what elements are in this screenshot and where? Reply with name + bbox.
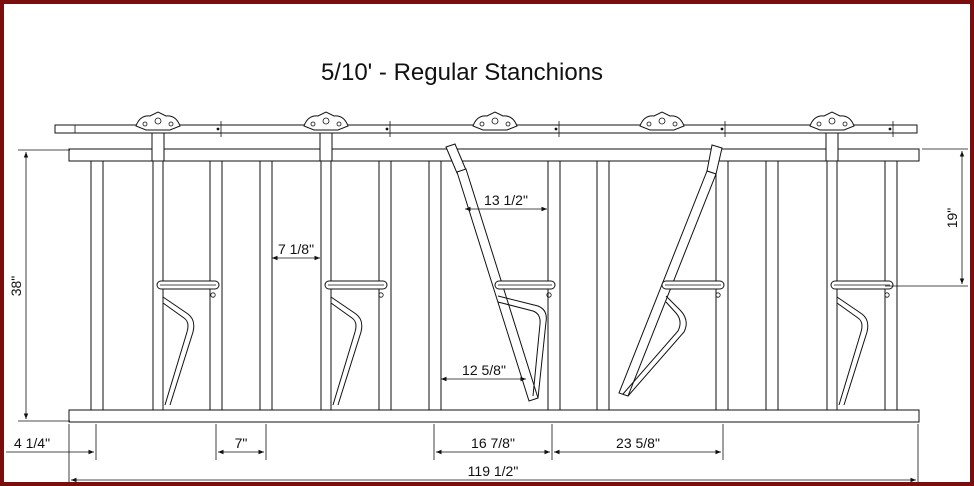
dim-stall-a-label: 16 7/8" <box>471 435 515 451</box>
dim-overall-length-label: 119 1/2" <box>468 463 519 479</box>
dim-upper-height-label: 19" <box>944 208 960 229</box>
extension-lines <box>68 424 919 482</box>
stanchion-5 <box>809 111 894 411</box>
dim-closed-gap: 7 1/8" <box>272 241 320 261</box>
dim-stall-b-label: 23 5/8" <box>616 435 660 451</box>
stanchion-2 <box>303 111 388 411</box>
dim-end-offset: 4 1/4" <box>6 435 94 455</box>
dim-end-offset-label: 4 1/4" <box>14 435 50 451</box>
latch-4 <box>639 111 685 131</box>
dim-post-spacing: 7" <box>218 435 264 455</box>
stanchion-3 <box>445 111 556 402</box>
dim-height-total: 38" <box>8 149 70 422</box>
dim-lower-gap-label: 12 5/8" <box>462 362 506 378</box>
stanchion-diagram: 5/10' - Regular Stanchions <box>6 59 968 482</box>
latch-3 <box>472 111 518 131</box>
latch-2 <box>303 111 349 162</box>
dim-closed-gap-label: 7 1/8" <box>278 241 314 257</box>
stanchion-4 <box>618 111 725 397</box>
dim-upper-height: 19" <box>885 148 968 287</box>
stanchion-1 <box>135 111 220 411</box>
dim-overall-length: 119 1/2" <box>71 463 916 482</box>
dim-post-spacing-label: 7" <box>235 435 248 451</box>
header-beam <box>68 148 920 162</box>
diagram-title: 5/10' - Regular Stanchions <box>321 59 603 86</box>
dim-stall-a: 16 7/8" <box>436 435 550 455</box>
dim-lower-gap: 12 5/8" <box>441 362 526 382</box>
base-beam <box>68 409 920 423</box>
dim-height-total-label: 38" <box>8 276 24 297</box>
latch-1 <box>135 111 181 162</box>
dim-open-gap-label: 13 1/2" <box>484 192 528 208</box>
dim-open-gap: 13 1/2" <box>465 192 547 212</box>
dim-stall-b: 23 5/8" <box>554 435 721 455</box>
